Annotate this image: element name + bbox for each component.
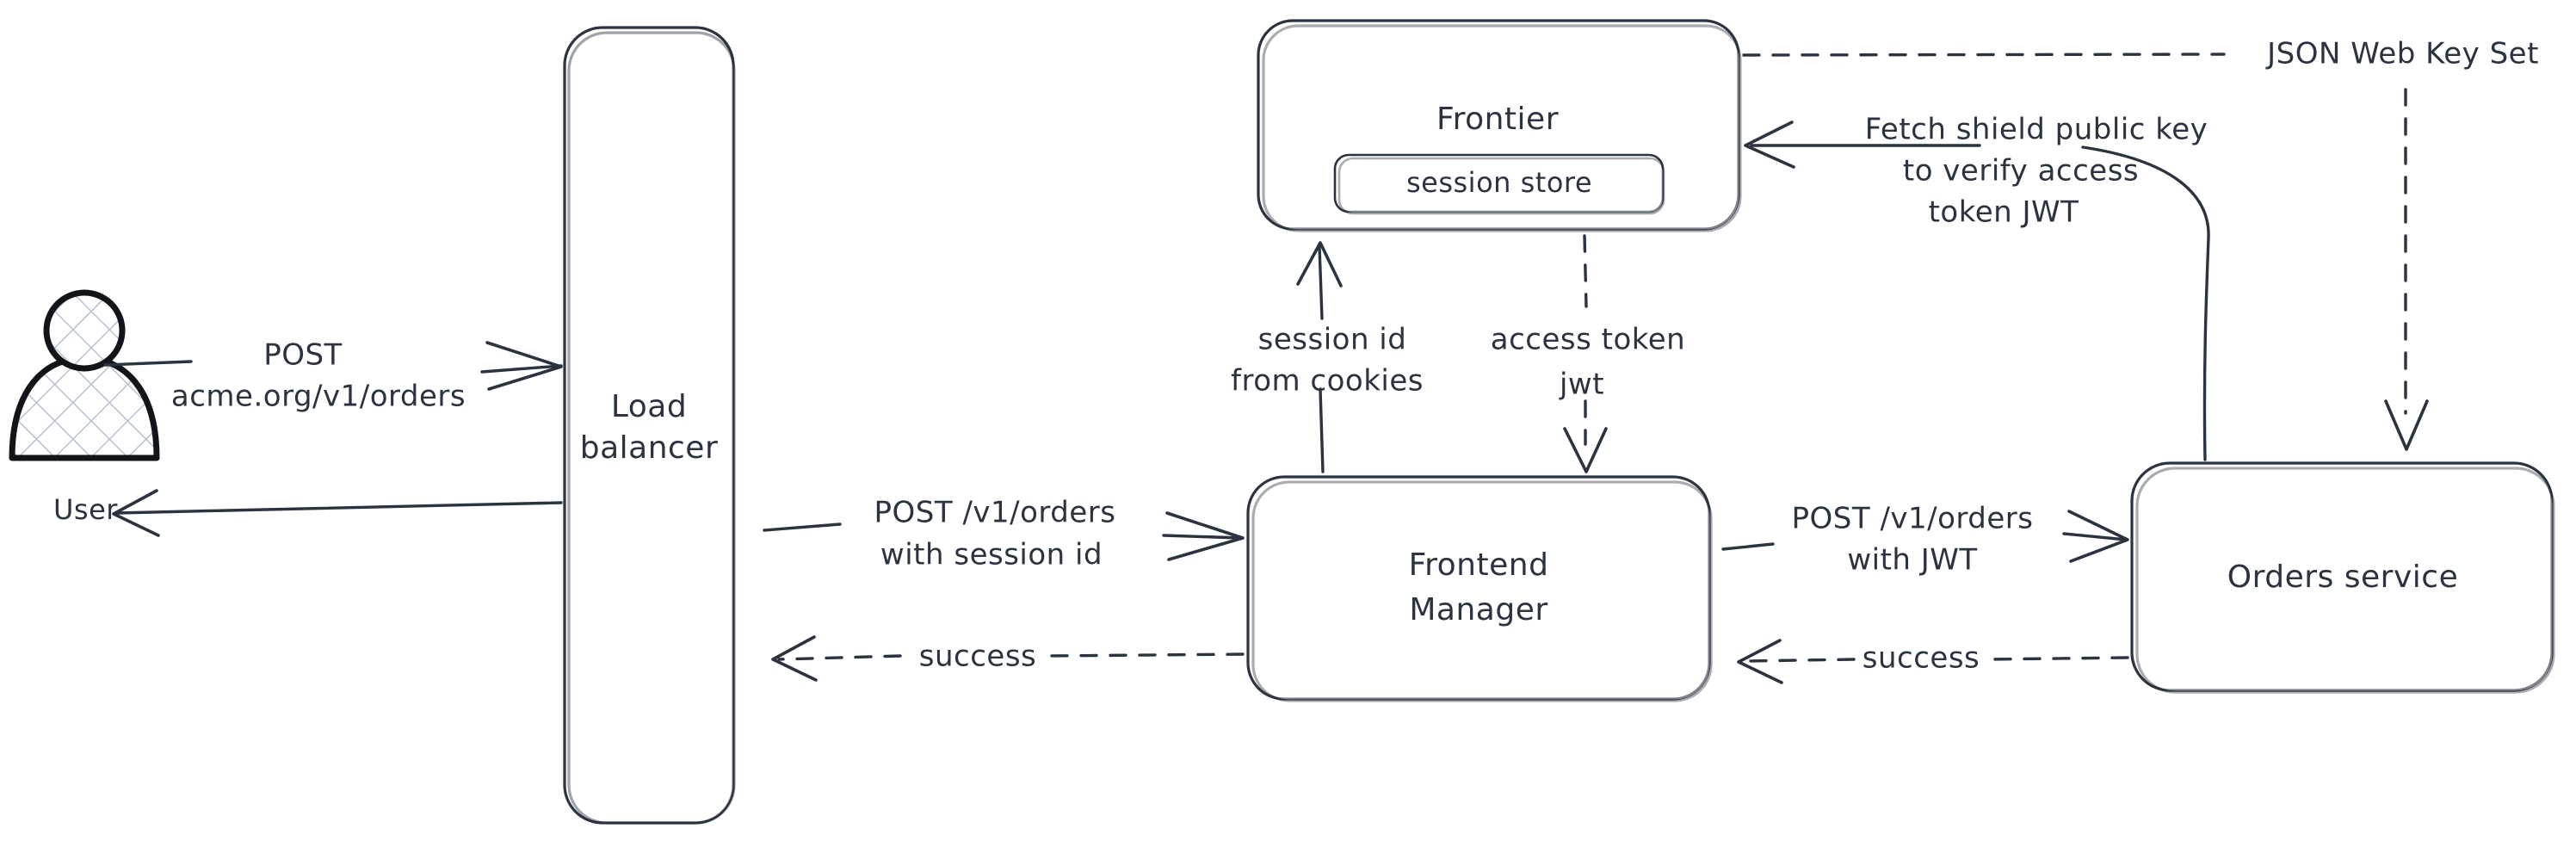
- edge-fm-to-orders-label-line1: POST /v1/orders: [1792, 502, 2034, 536]
- edge-user-to-load-balancer: POST acme.org/v1/orders: [103, 338, 563, 414]
- node-session-store[interactable]: session store: [1333, 153, 1665, 215]
- edge-fm-to-lb-label: success: [919, 640, 1037, 674]
- edge-frontier-to-fm-access-token: access token jwt: [1491, 234, 1685, 473]
- edge-fm-to-frontier-session-id: session id from cookies: [1231, 241, 1424, 473]
- edge-lb-to-fm-label-line1: POST /v1/orders: [874, 496, 1116, 530]
- edge-jwks-label: JSON Web Key Set: [2265, 37, 2539, 71]
- edge-user-to-lb-label-line1: POST: [263, 338, 343, 373]
- frontend-manager-label-line2: Manager: [1409, 592, 1547, 628]
- edge-orders-to-fm-success: success: [1737, 639, 2129, 684]
- node-frontend-manager[interactable]: Frontend Manager: [1246, 475, 1713, 702]
- load-balancer-label-line2: balancer: [580, 430, 719, 466]
- edge-orders-to-fm-label: success: [1863, 641, 1980, 676]
- edge-load-balancer-to-user: [112, 489, 563, 537]
- edge-user-to-lb-label-line2: acme.org/v1/orders: [171, 380, 466, 414]
- edge-lb-to-frontend-manager: POST /v1/orders with session id: [763, 496, 1245, 572]
- edge-fm-to-orders-label-line2: with JWT: [1847, 543, 1977, 578]
- edge-session-id-label-line2: from cookies: [1231, 364, 1424, 399]
- orders-service-label: Orders service: [2227, 560, 2458, 595]
- user-actor: User: [9, 289, 160, 526]
- edge-access-token-label-line1: access token: [1491, 323, 1685, 357]
- edge-frontier-to-orders-jwks: JSON Web Key Set: [1742, 37, 2539, 451]
- edge-session-id-label-line1: session id: [1258, 323, 1407, 357]
- node-orders-service[interactable]: Orders service: [2130, 461, 2555, 694]
- frontier-label: Frontier: [1436, 102, 1559, 137]
- user-label: User: [53, 493, 118, 526]
- edge-fetch-key-label-line3: token JWT: [1929, 195, 2079, 230]
- edge-fetch-key-label-line1: Fetch shield public key: [1865, 113, 2208, 147]
- session-store-label: session store: [1406, 166, 1592, 199]
- load-balancer-label-line1: Load: [611, 389, 687, 424]
- edge-lb-to-fm-label-line2: with session id: [880, 538, 1103, 572]
- edge-orders-to-frontier-fetch-key: Fetch shield public key to verify access…: [1744, 113, 2210, 461]
- edge-fm-to-lb-success: success: [771, 635, 1245, 682]
- node-load-balancer[interactable]: Load balancer: [563, 26, 736, 825]
- edge-access-token-label-line2: jwt: [1559, 368, 1604, 402]
- edge-fm-to-orders: POST /v1/orders with JWT: [1721, 502, 2129, 578]
- frontend-manager-label-line1: Frontend: [1409, 547, 1549, 583]
- edge-fetch-key-label-line2: to verify access: [1903, 154, 2139, 189]
- node-frontier[interactable]: Frontier session store: [1257, 19, 1742, 232]
